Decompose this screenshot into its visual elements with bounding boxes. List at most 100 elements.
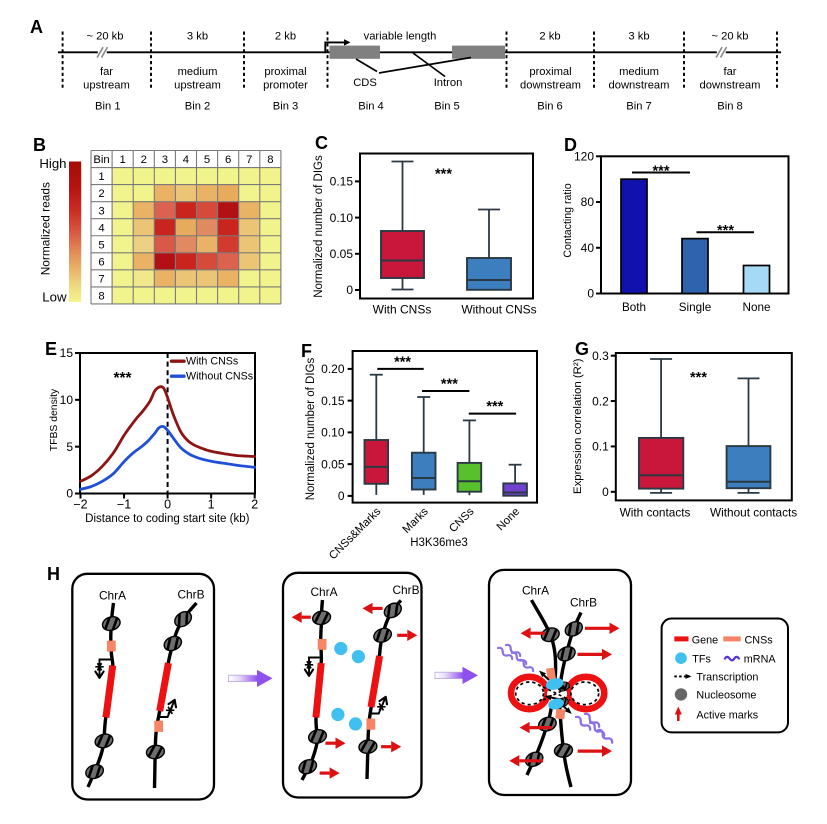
svg-text:0.15: 0.15 bbox=[321, 394, 345, 408]
svg-text:A: A bbox=[30, 17, 43, 37]
svg-text:Normalized reads: Normalized reads bbox=[39, 182, 53, 275]
svg-text:−2: −2 bbox=[73, 498, 87, 512]
svg-text:TFs: TFs bbox=[692, 653, 711, 665]
svg-text:downstream: downstream bbox=[520, 80, 581, 92]
svg-text:ChrA: ChrA bbox=[310, 585, 337, 599]
svg-text:Single: Single bbox=[679, 301, 712, 314]
svg-text:***: *** bbox=[441, 376, 458, 392]
svg-text:ChrB: ChrB bbox=[392, 583, 419, 597]
svg-text:With contacts: With contacts bbox=[620, 506, 691, 520]
svg-text:Expression correlation (R²): Expression correlation (R²) bbox=[572, 358, 584, 494]
svg-text:***: *** bbox=[113, 370, 132, 387]
svg-text:0.20: 0.20 bbox=[321, 362, 345, 376]
svg-text:upstream: upstream bbox=[174, 80, 221, 92]
svg-text:High: High bbox=[39, 156, 66, 171]
svg-text:ChrA: ChrA bbox=[522, 584, 549, 598]
svg-text:C: C bbox=[315, 133, 328, 153]
svg-text:0.15: 0.15 bbox=[330, 175, 354, 189]
svg-text:H: H bbox=[47, 564, 60, 584]
svg-text:proximal: proximal bbox=[264, 66, 306, 78]
svg-text:80: 80 bbox=[581, 195, 595, 209]
svg-text:Active marks: Active marks bbox=[696, 710, 758, 722]
svg-text:1: 1 bbox=[120, 154, 126, 166]
svg-text:3: 3 bbox=[98, 205, 104, 217]
svg-text:0.05: 0.05 bbox=[321, 457, 345, 471]
svg-text:8: 8 bbox=[98, 291, 104, 303]
svg-text:0.3: 0.3 bbox=[592, 349, 609, 363]
svg-text:upstream: upstream bbox=[83, 80, 130, 92]
svg-text:120: 120 bbox=[574, 150, 594, 164]
svg-text:ChrA: ChrA bbox=[99, 589, 126, 603]
svg-text:CDS: CDS bbox=[353, 77, 377, 89]
svg-text:***: *** bbox=[435, 166, 452, 182]
svg-text:proximal: proximal bbox=[529, 66, 571, 78]
svg-text:2: 2 bbox=[98, 188, 104, 200]
svg-text:G: G bbox=[575, 339, 589, 359]
svg-text:F: F bbox=[301, 341, 312, 361]
svg-text:promoter: promoter bbox=[263, 80, 308, 92]
svg-text:4: 4 bbox=[98, 222, 104, 234]
svg-text:downstream: downstream bbox=[700, 80, 761, 92]
svg-text:Bin 1: Bin 1 bbox=[95, 101, 121, 113]
svg-text:Both: Both bbox=[622, 301, 646, 314]
svg-text:0: 0 bbox=[587, 287, 594, 301]
svg-text:5: 5 bbox=[66, 440, 73, 454]
svg-text:Intron: Intron bbox=[434, 77, 463, 89]
svg-text:3 kb: 3 kb bbox=[628, 31, 649, 43]
svg-text:40: 40 bbox=[581, 241, 595, 255]
svg-text:0: 0 bbox=[338, 489, 345, 503]
svg-text:2: 2 bbox=[141, 154, 147, 166]
svg-text:TFBS density: TFBS density bbox=[49, 388, 60, 451]
svg-text:0.2: 0.2 bbox=[592, 394, 609, 408]
svg-text:6: 6 bbox=[225, 154, 231, 166]
svg-text:3: 3 bbox=[162, 154, 168, 166]
svg-text:Normalized number of DIGs: Normalized number of DIGs bbox=[313, 155, 325, 298]
svg-text:With CNSs: With CNSs bbox=[186, 356, 238, 368]
svg-text:H3K36me3: H3K36me3 bbox=[410, 537, 468, 549]
svg-text:6: 6 bbox=[98, 256, 104, 268]
svg-text:0: 0 bbox=[602, 485, 609, 499]
svg-text:Bin 5: Bin 5 bbox=[434, 101, 460, 113]
svg-text:Without contacts: Without contacts bbox=[710, 506, 797, 520]
svg-text:downstream: downstream bbox=[609, 80, 670, 92]
svg-text:CNSs: CNSs bbox=[745, 635, 774, 647]
svg-text:5: 5 bbox=[204, 154, 210, 166]
svg-text:D: D bbox=[564, 135, 577, 155]
svg-text:0: 0 bbox=[346, 283, 353, 297]
svg-text:ChrB: ChrB bbox=[177, 588, 204, 602]
svg-text:0.1: 0.1 bbox=[592, 440, 609, 454]
svg-text:***: *** bbox=[717, 223, 734, 239]
svg-text:0.05: 0.05 bbox=[330, 247, 354, 261]
svg-text:1: 1 bbox=[98, 171, 104, 183]
svg-text:7: 7 bbox=[246, 154, 252, 166]
svg-text:2 kb: 2 kb bbox=[539, 31, 560, 43]
svg-text:medium: medium bbox=[178, 66, 218, 78]
svg-text:far: far bbox=[100, 66, 113, 78]
svg-text:Contacting ratio: Contacting ratio bbox=[562, 183, 574, 257]
svg-text:−1: −1 bbox=[117, 498, 131, 512]
svg-text:Bin 3: Bin 3 bbox=[273, 101, 299, 113]
svg-text:10: 10 bbox=[60, 393, 74, 407]
svg-text:15: 15 bbox=[60, 346, 74, 360]
svg-text:~ 20 kb: ~ 20 kb bbox=[711, 31, 748, 43]
svg-text:With CNSs: With CNSs bbox=[373, 303, 432, 317]
svg-text:***: *** bbox=[486, 399, 503, 415]
svg-text:5: 5 bbox=[98, 239, 104, 251]
svg-text:far: far bbox=[723, 66, 736, 78]
svg-text:B: B bbox=[33, 135, 46, 155]
svg-text:E: E bbox=[45, 339, 57, 359]
svg-text:7: 7 bbox=[98, 273, 104, 285]
svg-text:variable length: variable length bbox=[364, 31, 437, 43]
svg-text:Bin 6: Bin 6 bbox=[537, 101, 563, 113]
svg-text:***: *** bbox=[690, 370, 707, 386]
svg-text:8: 8 bbox=[267, 154, 273, 166]
svg-text:Without CNSs: Without CNSs bbox=[461, 303, 536, 317]
svg-text:Bin 7: Bin 7 bbox=[626, 101, 652, 113]
svg-text:0: 0 bbox=[66, 487, 73, 501]
svg-text:mRNA: mRNA bbox=[744, 653, 777, 665]
svg-text:4: 4 bbox=[183, 154, 189, 166]
svg-text:0.10: 0.10 bbox=[330, 211, 354, 225]
svg-text:***: *** bbox=[394, 354, 411, 370]
svg-text:2: 2 bbox=[251, 498, 258, 512]
svg-text:~ 20 kb: ~ 20 kb bbox=[86, 31, 123, 43]
